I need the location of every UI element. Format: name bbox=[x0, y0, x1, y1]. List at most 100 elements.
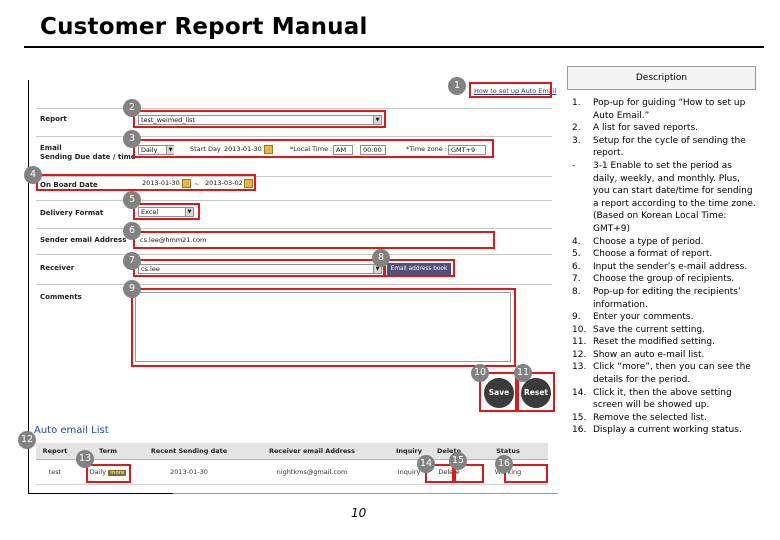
column-header: Report bbox=[36, 443, 74, 460]
callout-badge: 8 bbox=[372, 249, 390, 267]
highlight-box-inquiry bbox=[425, 464, 454, 483]
receiver-row: Receiver bbox=[36, 254, 552, 282]
title-divider bbox=[24, 46, 764, 48]
calendar-icon[interactable] bbox=[244, 179, 253, 188]
item-number: 8. bbox=[572, 286, 581, 297]
highlight-box-report bbox=[133, 110, 386, 128]
item-text: Display a current working status. bbox=[593, 425, 742, 436]
delivery-row: Delivery Format bbox=[36, 200, 552, 226]
reset-button[interactable]: Reset bbox=[521, 378, 551, 408]
time-zone-select[interactable]: GMT+9 bbox=[448, 145, 486, 155]
table-row: test Daily more 2013-01-30 nightkms@gmai… bbox=[36, 459, 548, 485]
column-header: Status bbox=[468, 443, 548, 460]
highlight-box-help-link bbox=[469, 82, 552, 98]
item-number: 9. bbox=[572, 312, 581, 323]
receiver-select[interactable]: cs.lee bbox=[138, 264, 382, 274]
more-button[interactable]: more bbox=[108, 469, 127, 476]
item-number: 14. bbox=[572, 387, 587, 398]
callout-badge: 7 bbox=[123, 252, 141, 270]
description-header: Description bbox=[567, 66, 756, 90]
ampm-select[interactable]: AM bbox=[333, 145, 353, 155]
help-link[interactable]: How to set up Auto Email bbox=[474, 87, 557, 95]
report-label: Report bbox=[40, 115, 67, 123]
chevron-down-icon[interactable]: ▼ bbox=[373, 265, 381, 273]
chevron-down-icon[interactable]: ▼ bbox=[166, 146, 174, 154]
onboard-to-input[interactable]: 2013-03-02 bbox=[203, 179, 243, 189]
term-value: Daily bbox=[89, 467, 107, 476]
email-label: Email bbox=[40, 144, 62, 152]
list-item: 14. Click it, then the above setting scre… bbox=[572, 387, 757, 412]
callout-badge: 4 bbox=[24, 166, 42, 184]
list-item: 7.Choose the group of recipients. bbox=[572, 273, 757, 286]
item-number: 15. bbox=[572, 412, 587, 423]
receiver-cell: nightkms@gmail.com bbox=[236, 459, 388, 485]
delivery-label: Delivery Format bbox=[40, 209, 104, 217]
item-text: Click “more”, then you can see the detai… bbox=[593, 362, 751, 386]
save-button[interactable]: Save bbox=[484, 378, 514, 408]
item-number: 4. bbox=[572, 236, 581, 247]
callout-badge: 15 bbox=[449, 452, 467, 470]
calendar-icon[interactable] bbox=[182, 179, 191, 188]
callout-badge: 14 bbox=[417, 455, 435, 473]
item-text: Click it, then the above setting screen … bbox=[593, 387, 732, 411]
local-time-label: *Local Time : bbox=[290, 145, 333, 153]
report-cell: test bbox=[36, 459, 74, 485]
comments-label: Comments bbox=[40, 293, 82, 301]
onboard-from-input[interactable]: 2013-01-30 bbox=[140, 179, 180, 189]
delivery-select[interactable]: Excel bbox=[138, 207, 194, 217]
item-number: 11. bbox=[572, 337, 587, 348]
highlight-box-delete bbox=[454, 464, 484, 483]
item-text: Choose a type of period. bbox=[593, 236, 704, 247]
calendar-icon[interactable] bbox=[264, 145, 273, 154]
highlight-box-more bbox=[86, 464, 131, 483]
item-text: Input the sender’s e-mail address. bbox=[593, 261, 748, 272]
item-text: Pop-up for guiding “How to set up Auto E… bbox=[593, 98, 746, 121]
item-number: 6. bbox=[572, 261, 581, 272]
highlight-box-sender bbox=[133, 231, 495, 249]
list-item: 3.Setup for the cycle of sending the rep… bbox=[572, 135, 757, 160]
receiver-label: Receiver bbox=[40, 264, 75, 272]
item-number: 16. bbox=[572, 425, 587, 436]
list-item: 11.Reset the modified setting. bbox=[572, 336, 757, 349]
page-title: Customer Report Manual bbox=[40, 14, 368, 40]
auto-email-table: Report Term Recent Sending date Receiver… bbox=[36, 443, 548, 485]
item-text: Choose a format of report. bbox=[593, 249, 713, 260]
callout-badge: 12 bbox=[18, 431, 36, 449]
list-item: 1.Pop-up for guiding “How to set up Auto… bbox=[572, 97, 757, 122]
report-row: Report bbox=[36, 108, 552, 130]
start-day-input[interactable]: 2013-01-30 bbox=[222, 145, 262, 155]
time-zone-label: *Time zone : bbox=[406, 145, 447, 153]
callout-badge: 5 bbox=[123, 191, 141, 209]
chevron-down-icon[interactable]: ▼ bbox=[373, 116, 381, 124]
screenshot-frame-bottom bbox=[28, 493, 173, 494]
highlight-box-cycle bbox=[133, 139, 494, 158]
callout-badge: 1 bbox=[448, 77, 466, 95]
local-time-select[interactable]: 00:00 bbox=[360, 145, 386, 155]
item-text: Pop-up for editing the recipients’ infor… bbox=[593, 286, 741, 310]
email-row: Email Sending Due date / time bbox=[36, 136, 552, 170]
callout-badge: 13 bbox=[76, 450, 94, 468]
report-select[interactable]: test_weimed_list bbox=[138, 115, 382, 125]
sender-row: Sender email Address bbox=[36, 228, 552, 252]
onboard-row: On Board Date bbox=[36, 176, 552, 198]
chevron-down-icon[interactable]: ▼ bbox=[185, 208, 193, 216]
start-day-label: Start Day bbox=[190, 145, 221, 153]
item-number: 2. bbox=[572, 123, 581, 134]
highlight-box-status bbox=[504, 464, 548, 483]
highlight-box-comments bbox=[131, 288, 516, 367]
highlight-box-delivery bbox=[133, 203, 200, 220]
onboard-label: On Board Date bbox=[40, 181, 98, 189]
sender-input[interactable]: cs.lee@hmm21.com bbox=[138, 236, 216, 246]
list-item: 9.Enter your comments. bbox=[572, 311, 757, 324]
address-book-button[interactable]: Email address book bbox=[387, 263, 451, 275]
comments-textarea[interactable] bbox=[135, 292, 511, 362]
column-header: Recent Sending date bbox=[142, 443, 236, 460]
list-item: 16. Display a current working status. bbox=[572, 424, 757, 437]
item-text: A list for saved reports. bbox=[593, 123, 699, 134]
list-item: 2. A list for saved reports. bbox=[572, 122, 757, 135]
highlight-box-receiver bbox=[133, 259, 385, 277]
auto-email-list-title: Auto email List bbox=[34, 425, 109, 436]
description-list: 1.Pop-up for guiding “How to set up Auto… bbox=[572, 97, 757, 437]
highlight-box-onboard bbox=[36, 174, 256, 191]
screenshot-frame-left bbox=[28, 80, 29, 494]
